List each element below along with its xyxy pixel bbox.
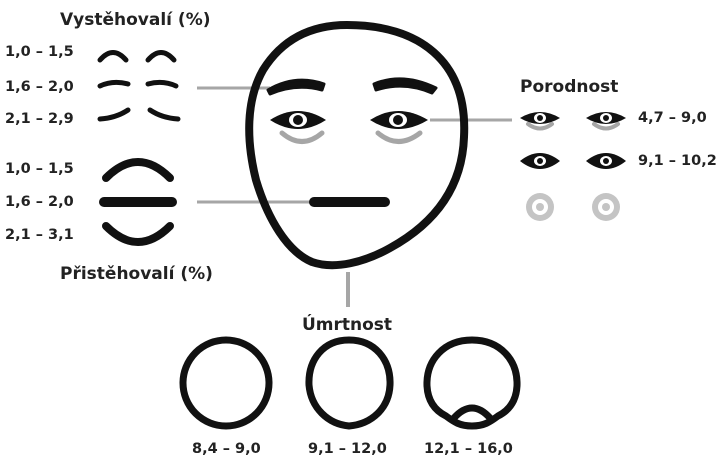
- mortality-range-3: 12,1 – 16,0: [424, 441, 513, 457]
- birthrate-eye-plain-left: [520, 153, 560, 169]
- birthrate-eye-gray-right: [592, 193, 620, 221]
- main-face-right-eyebrow: [372, 77, 438, 95]
- birthrate-eye-plain-right: [586, 153, 626, 169]
- mortality-range-1: 8,4 – 9,0: [192, 441, 261, 457]
- immigrants-mouth-smile: [102, 222, 174, 246]
- main-face-outline: [245, 20, 469, 270]
- birthrate-eye-gray-left: [526, 193, 554, 221]
- mortality-face-tapered: [305, 336, 394, 430]
- mortality-title: Úmrtnost: [302, 315, 393, 335]
- mortality-face-round: [179, 336, 273, 430]
- birthrate-eye-bagged-left: [520, 112, 560, 131]
- emigrants-eyebrow-slanted: [97, 107, 181, 122]
- main-face-right-eye: [370, 111, 428, 144]
- birthrate-range-2: 9,1 – 10,2: [638, 153, 717, 169]
- emigrants-eyebrow-flat: [97, 79, 179, 89]
- main-face-left-eye: [270, 111, 326, 144]
- birthrate-title: Porodnost: [520, 77, 619, 97]
- birthrate-range-1: 4,7 – 9,0: [638, 110, 707, 126]
- emigrants-eyebrow-arched: [97, 50, 177, 63]
- immigrants-range-3: 2,1 – 3,1: [5, 227, 74, 243]
- immigrants-range-1: 1,0 – 1,5: [5, 161, 74, 177]
- emigrants-title: Vystěhovalí (%): [60, 10, 211, 30]
- birthrate-eye-bagged-right: [586, 112, 626, 131]
- emigrants-range-3: 2,1 – 2,9: [5, 111, 74, 127]
- immigrants-range-2: 1,6 – 2,0: [5, 194, 74, 210]
- mortality-range-2: 9,1 – 12,0: [308, 441, 387, 457]
- main-face-left-eyebrow: [266, 78, 326, 96]
- emigrants-range-2: 1,6 – 2,0: [5, 79, 74, 95]
- emigrants-range-1: 1,0 – 1,5: [5, 44, 74, 60]
- immigrants-title: Přistěhovalí (%): [60, 264, 213, 284]
- mortality-face-jawed: [423, 336, 521, 430]
- immigrants-mouth-frown: [102, 158, 174, 182]
